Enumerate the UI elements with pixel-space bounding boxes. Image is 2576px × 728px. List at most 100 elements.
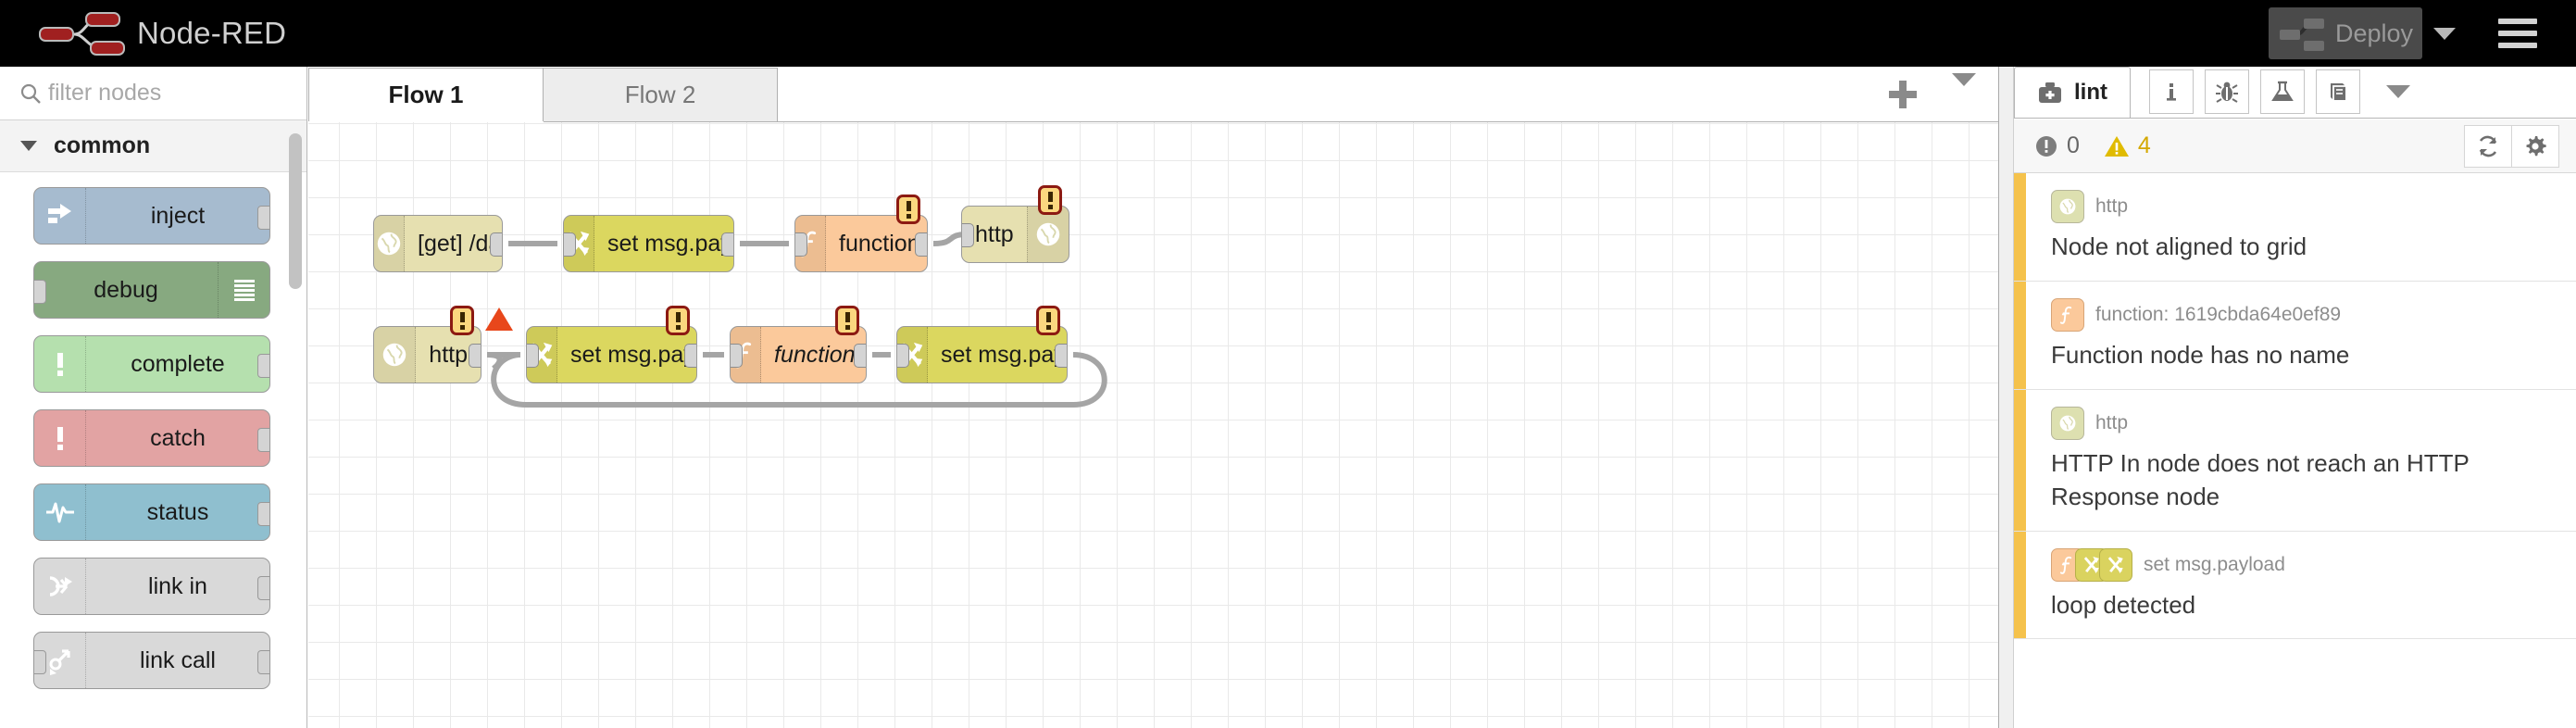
- flow-node-function-2[interactable]: function: [794, 215, 928, 272]
- exclamation-icon: [34, 336, 86, 392]
- sidebar-tool-buttons: [2149, 69, 2410, 118]
- flow-port-out[interactable]: [721, 232, 733, 257]
- lint-item-header: function: 1619cbda64e0ef89: [2051, 297, 2557, 332]
- lint-settings-button[interactable]: [2511, 124, 2559, 168]
- search-input[interactable]: [48, 80, 280, 107]
- palette-port-in[interactable]: [34, 280, 46, 304]
- search-icon: [19, 82, 43, 106]
- node-error-badge[interactable]: [1036, 306, 1060, 335]
- sidebar-debug-button[interactable]: [2205, 69, 2249, 114]
- lint-item[interactable]: function: 1619cbda64e0ef89 Function node…: [2014, 281, 2576, 390]
- flow-node-label: http: [429, 341, 468, 368]
- flow-port-in[interactable]: [564, 232, 576, 257]
- flow-port-out[interactable]: [915, 232, 927, 257]
- info-icon: [2159, 80, 2183, 104]
- palette-category-common[interactable]: common: [0, 120, 306, 172]
- palette-port-in[interactable]: [34, 650, 46, 674]
- deploy-label: Deploy: [2334, 19, 2413, 47]
- lint-node-name: http: [2095, 195, 2129, 217]
- flow-node-change-7[interactable]: set msg.payload: [896, 326, 1068, 383]
- flow-port-out[interactable]: [684, 344, 696, 368]
- palette-node-label: link call: [140, 646, 216, 673]
- flow-port-in[interactable]: [795, 232, 807, 257]
- sidebar-info-button[interactable]: [2149, 69, 2194, 114]
- lint-message: loop detected: [2051, 590, 2196, 619]
- tab-label: Flow 1: [388, 81, 464, 108]
- flow-workspace: Flow 1 Flow 2: [308, 67, 1998, 728]
- palette-port-out[interactable]: [257, 650, 269, 674]
- node-palette: common injectdebugcompletecatchstatuslin…: [0, 67, 307, 728]
- palette-port-out[interactable]: [257, 354, 269, 378]
- lint-node-name: http: [2095, 411, 2129, 433]
- sidebar-tab-lint[interactable]: lint: [2014, 67, 2131, 118]
- flow-node-http-in-0[interactable]: [get] /data: [373, 215, 503, 272]
- add-flow-button[interactable]: [1882, 73, 1924, 116]
- tab-flow-1[interactable]: Flow 1: [308, 68, 544, 121]
- sidebar-context-button[interactable]: [2260, 69, 2305, 114]
- flow-port-in[interactable]: [897, 344, 909, 368]
- deploy-options-button[interactable]: [2422, 7, 2467, 59]
- palette-node-link-call[interactable]: link call: [0, 632, 306, 706]
- lint-item[interactable]: http Node not aligned to grid: [2014, 173, 2576, 282]
- palette-port-out[interactable]: [257, 576, 269, 600]
- palette-port-out[interactable]: [257, 502, 269, 526]
- sidebar-resize-handle[interactable]: [1999, 67, 2014, 728]
- flow-tab-tools: [1882, 68, 1998, 121]
- node-error-badge[interactable]: [1038, 185, 1062, 215]
- palette-node-link-in[interactable]: link in: [0, 558, 306, 632]
- refresh-icon: [2476, 134, 2500, 158]
- node-error-badge[interactable]: [896, 195, 920, 224]
- flow-node-http-in-4[interactable]: http: [373, 326, 481, 383]
- palette-node-label: complete: [131, 350, 225, 377]
- sidebar-more-button[interactable]: [2386, 85, 2410, 98]
- flow-node-change-1[interactable]: set msg.payload: [563, 215, 734, 272]
- palette-scrollbar[interactable]: [289, 133, 302, 289]
- sidebar-tab-bar: lint: [2014, 67, 2576, 119]
- lint-item[interactable]: http HTTP In node does not reach an HTTP…: [2014, 389, 2576, 532]
- flow-node-http-resp-3[interactable]: http: [961, 206, 1069, 263]
- lint-node-chip-func: [2051, 297, 2084, 332]
- deploy-button[interactable]: Deploy: [2268, 7, 2422, 59]
- node-error-badge[interactable]: [835, 306, 859, 335]
- main-menu-button[interactable]: [2483, 7, 2552, 59]
- flow-tab-bar: Flow 1 Flow 2: [308, 67, 1998, 122]
- node-red-logo-icon: [37, 11, 125, 56]
- lint-item-header: http: [2051, 190, 2557, 223]
- sidebar-tab-label: lint: [2074, 80, 2107, 105]
- flow-canvas[interactable]: [get] /data set msg.payload function http ht…: [308, 122, 1998, 728]
- node-error-badge[interactable]: [666, 306, 690, 335]
- lint-item[interactable]: set msg.payload loop detected: [2014, 531, 2576, 640]
- link-in-icon: [34, 559, 86, 614]
- flow-node-function-6[interactable]: function 1: [730, 326, 867, 383]
- flow-node-label: http: [975, 220, 1014, 247]
- node-warning-triangle-icon[interactable]: [485, 308, 513, 331]
- flow-node-change-5[interactable]: set msg.payload: [526, 326, 697, 383]
- sidebar-help-button[interactable]: [2316, 69, 2360, 114]
- flow-port-in[interactable]: [527, 344, 539, 368]
- palette-node-debug[interactable]: debug: [0, 261, 306, 335]
- palette-port-out[interactable]: [257, 428, 269, 452]
- palette-node-label: debug: [94, 276, 158, 303]
- palette-node-catch[interactable]: catch: [0, 409, 306, 483]
- flow-list-menu-button[interactable]: [1952, 73, 1976, 103]
- gear-icon: [2523, 134, 2547, 158]
- book-icon: [2326, 80, 2350, 104]
- flow-port-out[interactable]: [469, 344, 481, 368]
- inject-arrow-icon: [34, 188, 86, 244]
- node-error-badge[interactable]: [450, 306, 474, 335]
- flow-port-out[interactable]: [854, 344, 866, 368]
- palette-port-out[interactable]: [257, 206, 269, 230]
- palette-node-label: catch: [150, 424, 206, 451]
- flow-port-out[interactable]: [1055, 344, 1067, 368]
- flow-port-in[interactable]: [962, 223, 974, 247]
- flow-port-in[interactable]: [731, 344, 743, 368]
- app-header: Node-RED Deploy: [0, 0, 2576, 67]
- palette-node-status[interactable]: status: [0, 483, 306, 558]
- lint-refresh-button[interactable]: [2464, 124, 2512, 168]
- lint-warning-count: 4: [2137, 132, 2151, 158]
- palette-node-inject[interactable]: inject: [0, 187, 306, 261]
- flow-port-out[interactable]: [490, 232, 502, 257]
- palette-node-complete[interactable]: complete: [0, 335, 306, 409]
- tab-flow-2[interactable]: Flow 2: [543, 68, 778, 121]
